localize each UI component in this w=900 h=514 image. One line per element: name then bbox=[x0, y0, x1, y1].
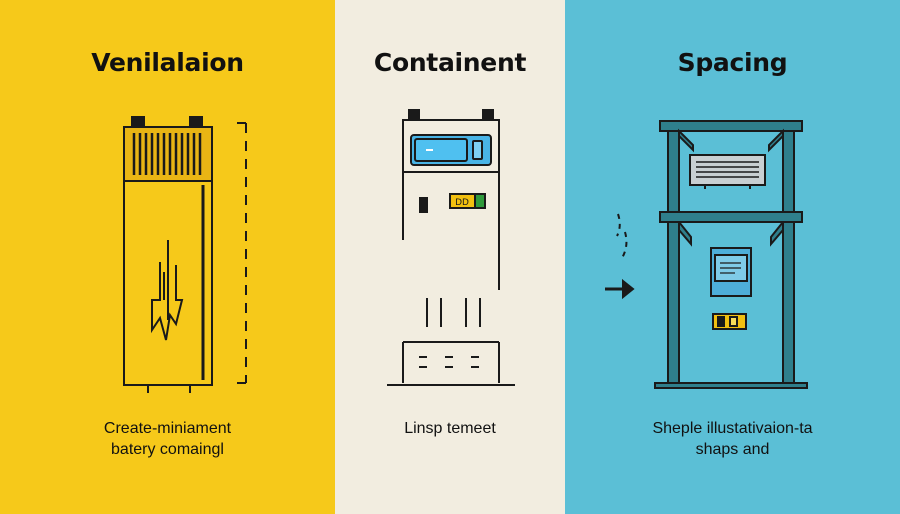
ventilation-title: Venilalaion bbox=[91, 48, 244, 77]
spacing-panel: Spacing bbox=[565, 0, 900, 514]
containment-panel: Containent DD bbox=[335, 0, 565, 514]
containment-unit-icon: DD bbox=[387, 109, 515, 386]
rack-frame-icon bbox=[605, 120, 808, 389]
battery-cabinet-icon bbox=[123, 116, 247, 393]
ventilation-caption: Create-miniament batery comaingl bbox=[0, 418, 335, 460]
svg-text:DD: DD bbox=[455, 198, 469, 208]
spacing-title: Spacing bbox=[677, 48, 788, 77]
ventilation-caption-line-1: Create-miniament bbox=[103, 420, 232, 437]
spacing-caption: Sheple illustativaion-ta shaps and bbox=[565, 418, 900, 460]
spacing-caption-line-1: Sheple illustativaion-ta bbox=[652, 420, 813, 437]
containment-title: Containent bbox=[373, 48, 527, 77]
containment-caption: Linsp temeet bbox=[335, 418, 565, 439]
ventilation-panel: Venilalaion bbox=[0, 0, 335, 514]
containment-caption-line-1: Linsp temeet bbox=[404, 420, 496, 437]
spacing-caption-line-2: shaps and bbox=[695, 441, 770, 458]
ventilation-caption-line-2: batery comaingl bbox=[111, 441, 224, 458]
arrow-right-icon bbox=[605, 213, 635, 300]
